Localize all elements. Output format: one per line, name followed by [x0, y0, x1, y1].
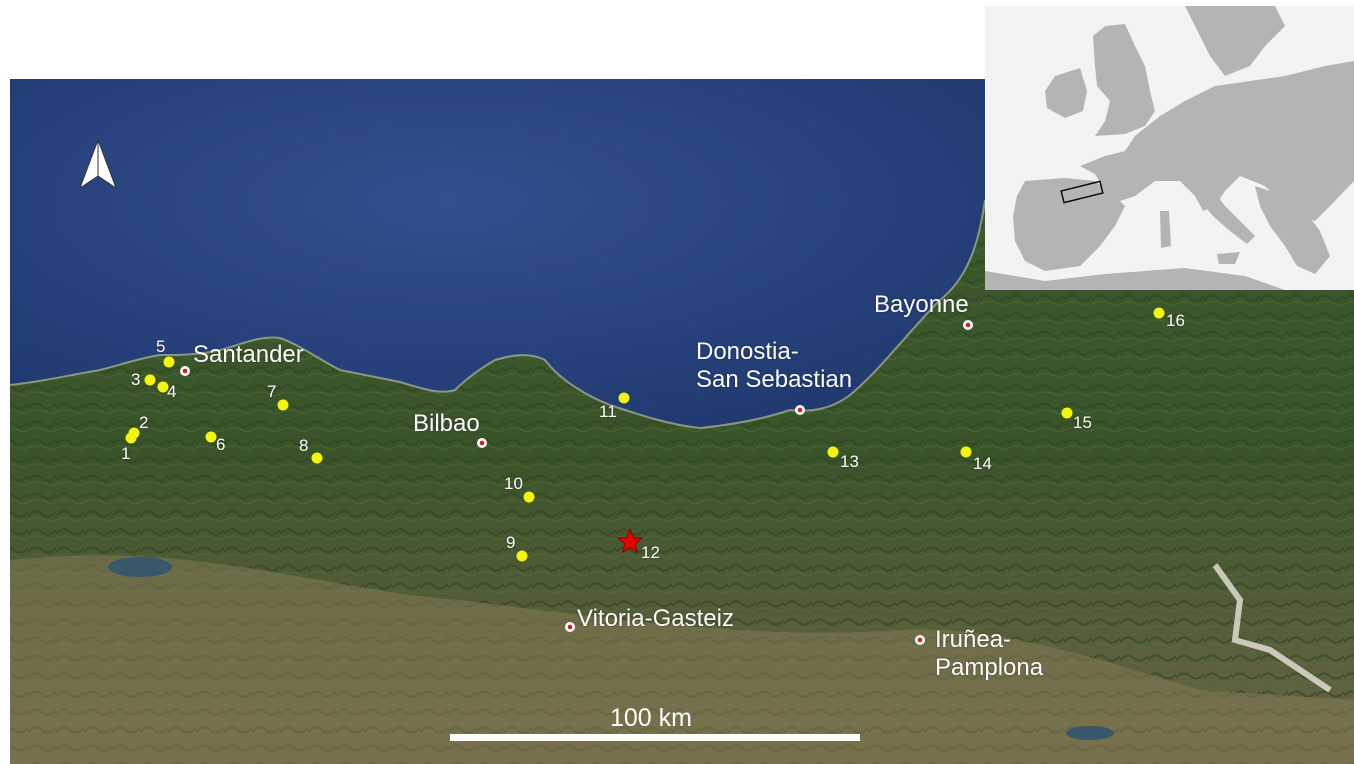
inset-balkans: [1255, 186, 1330, 274]
city-marker-dot-4: [567, 624, 573, 630]
lake: [1066, 726, 1114, 740]
site-label-5: 5: [156, 337, 166, 356]
site-marker-2: [128, 427, 140, 439]
snow-ridge: [1212, 563, 1332, 693]
inset-scandinavia: [1185, 6, 1285, 76]
city-label-santander: Santander: [193, 341, 304, 368]
inset-ireland: [1045, 68, 1087, 118]
city-label-pamplona: Iruñea- Pamplona: [935, 628, 1043, 680]
site-label-7: 7: [267, 382, 277, 401]
city-label-donostia-line2: San Sebastian: [696, 366, 853, 393]
site-label-3: 3: [131, 370, 141, 389]
inset-iberia: [1013, 178, 1125, 271]
inset-continental-europe: [1080, 61, 1354, 221]
site-label-12: 12: [641, 543, 660, 562]
site-marker-8: [311, 452, 323, 464]
inset-italy: [1195, 181, 1255, 244]
site-marker-9: [516, 550, 528, 562]
city-marker-dot-2: [797, 407, 803, 413]
site-marker-15: [1061, 407, 1073, 419]
site-label-8: 8: [299, 436, 309, 455]
site-marker-4: [157, 381, 169, 393]
site-label-14: 14: [973, 454, 992, 473]
city-label-pamplona-line1: Iruñea-: [935, 626, 1012, 653]
site-label-16: 16: [1166, 311, 1185, 330]
sea-area: [10, 79, 985, 428]
study-area-rectangle: [1060, 180, 1104, 204]
inset-north-africa: [985, 268, 1285, 290]
city-label-donostia: Donostia- San Sebastian: [696, 340, 852, 392]
site-label-1: 1: [121, 444, 131, 463]
city-marker-dot-5: [917, 637, 923, 643]
site-marker-13: [827, 446, 839, 458]
inset-sicily: [1217, 252, 1240, 264]
scale-bar-label: 100 km: [610, 704, 692, 732]
site-marker-5: [163, 356, 175, 368]
site-label-4: 4: [167, 382, 177, 401]
site-label-15: 15: [1073, 413, 1092, 432]
site-label-9: 9: [506, 533, 516, 552]
site-label-10: 10: [504, 474, 523, 493]
inset-great-britain: [1093, 24, 1155, 136]
site-marker-11: [618, 392, 630, 404]
site-marker-3: [144, 374, 156, 386]
study-site-star-icon: [616, 527, 644, 554]
north-arrow-icon: [78, 139, 118, 190]
city-label-pamplona-line2: Pamplona: [935, 654, 1044, 681]
inset-corsica-sardinia: [1160, 211, 1171, 248]
city-label-vitoria-gasteiz: Vitoria-Gasteiz: [577, 605, 734, 632]
city-marker-dot-1: [479, 440, 485, 446]
city-label-bilbao: Bilbao: [413, 410, 480, 437]
site-marker-7: [277, 399, 289, 411]
site-label-6: 6: [216, 435, 226, 454]
site-marker-14: [960, 446, 972, 458]
reservoir: [108, 557, 172, 577]
city-label-bayonne: Bayonne: [874, 291, 969, 318]
europe-locator-inset: [985, 6, 1354, 290]
site-marker-6: [205, 431, 217, 443]
scale-bar: [450, 734, 860, 741]
southern-plains: [10, 555, 1354, 764]
city-marker-dot-0: [182, 368, 188, 374]
site-label-11: 11: [599, 402, 617, 421]
city-marker-dot-3: [965, 322, 971, 328]
site-label-13: 13: [840, 452, 859, 471]
site-label-2: 2: [139, 413, 149, 432]
city-label-donostia-line1: Donostia-: [696, 338, 799, 365]
site-marker-10: [523, 491, 535, 503]
site-marker-16: [1153, 307, 1165, 319]
coastline: [9, 199, 986, 430]
